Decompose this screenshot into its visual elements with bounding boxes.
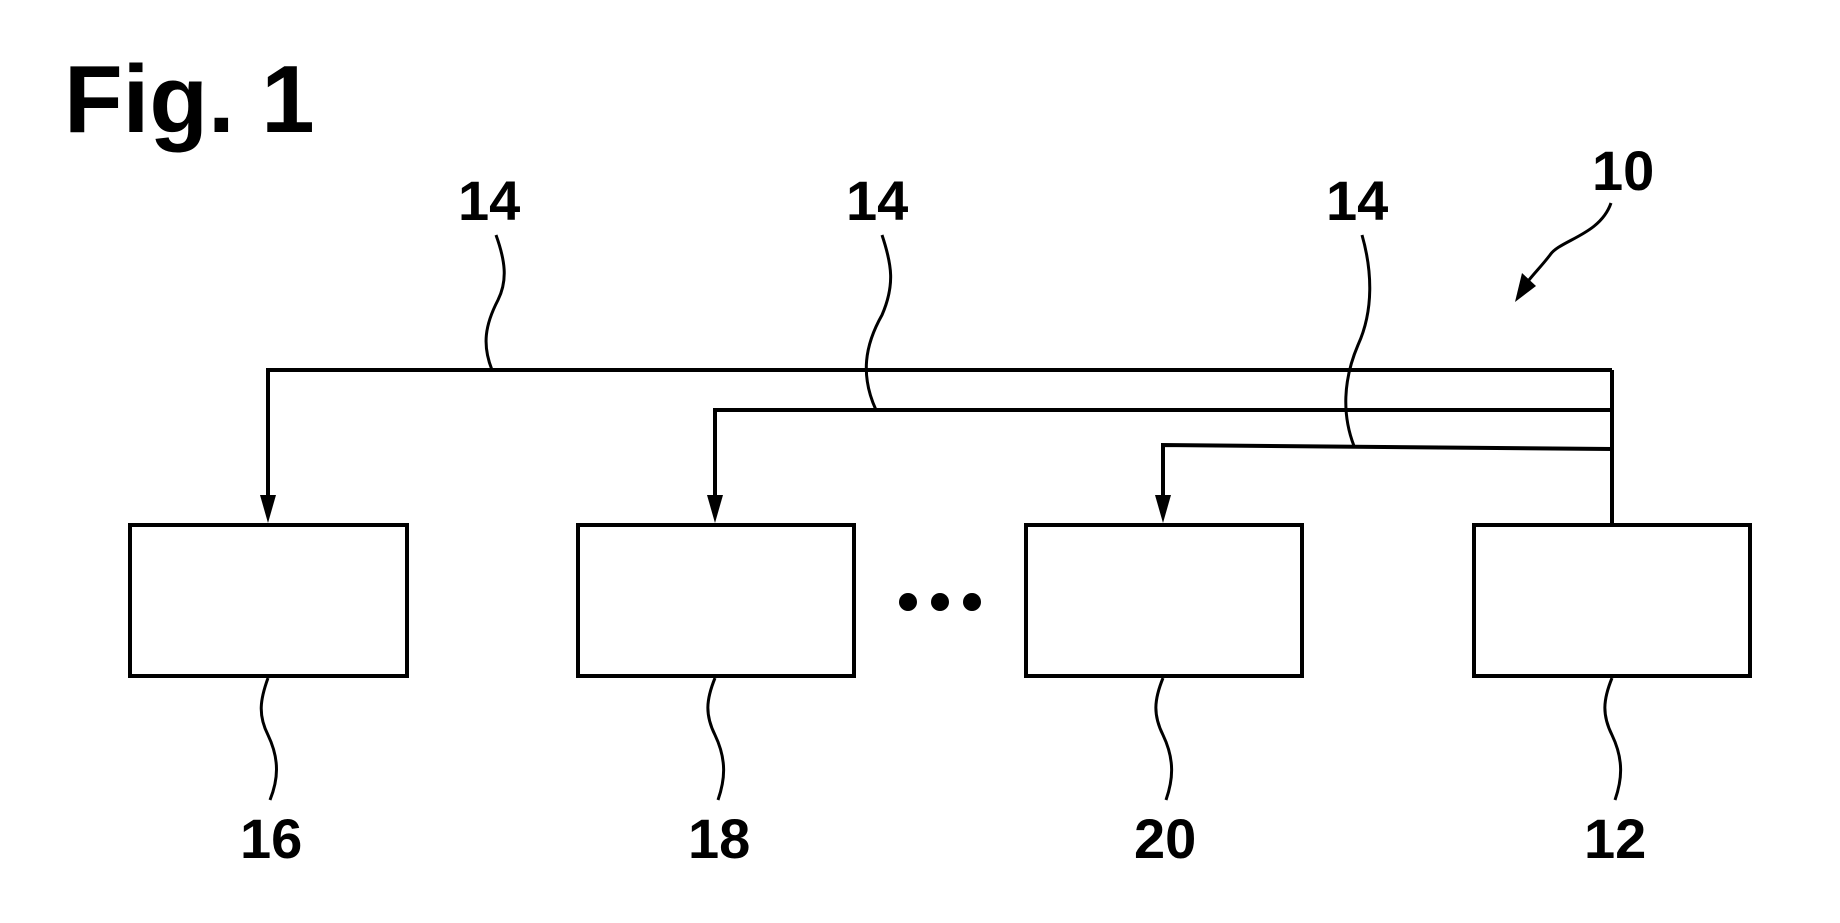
unit-12-box [1472,523,1752,678]
system-ref-label: 10 [1592,139,1654,202]
unit-16-leader [259,677,278,801]
line-ref-label-1: 14 [458,169,520,232]
bus-line-to-20 [1161,442,1613,500]
bus-line-to-18 [713,408,1612,500]
unit-12-leader [1603,677,1623,801]
arrowhead-to-18 [707,495,723,523]
figure-title: Fig. 1 [64,46,315,153]
system-ref-leader [1523,202,1613,286]
unit-20-label: 20 [1134,807,1196,870]
arrowhead-to-20 [1155,495,1171,523]
unit-16-label: 16 [240,807,302,870]
unit-18-label: 18 [688,807,750,870]
line-ref-leader-1 [484,234,506,371]
unit-20-box [1024,523,1304,678]
unit-20-leader [1154,677,1174,801]
unit-18-box [576,523,856,678]
line-ref-label-3: 14 [1326,169,1388,232]
unit-12-label: 12 [1584,807,1646,870]
arrowhead-to-16 [260,495,276,523]
unit-16-box [128,523,409,678]
line-ref-label-2: 14 [846,169,908,232]
bus-line-to-16 [266,368,1612,500]
unit-18-leader [706,677,726,801]
system-ref-arrowhead [1515,273,1536,302]
line-ref-leader-3 [1344,234,1372,447]
ellipsis-dots [899,593,981,611]
line-ref-leader-2 [864,234,893,411]
